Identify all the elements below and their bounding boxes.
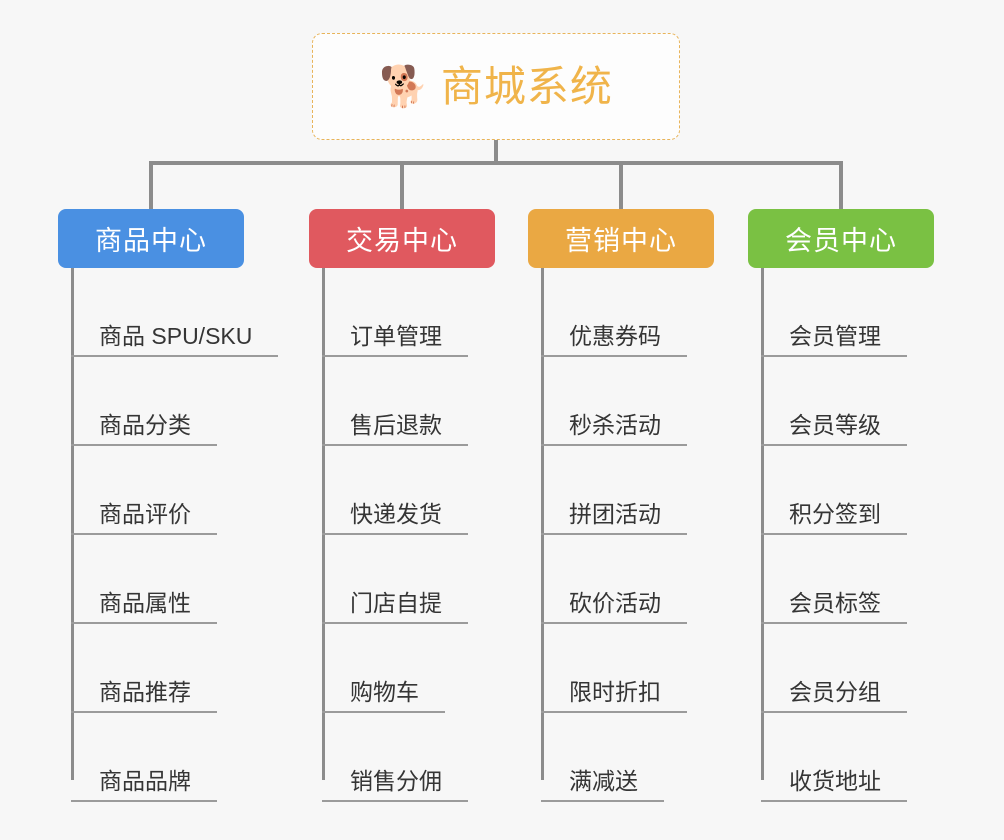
leaf-item[interactable]: 积分签到 xyxy=(761,446,1004,535)
leaf-label: 商品评价 xyxy=(71,501,217,535)
leaf-label: 商品 SPU/SKU xyxy=(71,323,279,357)
column-spine xyxy=(761,268,764,780)
connector-drop-trade-center xyxy=(400,161,404,209)
leaf-label: 门店自提 xyxy=(322,590,468,624)
leaf-item[interactable]: 限时折扣 xyxy=(541,624,841,713)
leaf-item[interactable]: 门店自提 xyxy=(322,535,622,624)
leaf-label: 优惠券码 xyxy=(541,323,687,357)
leaf-list-member-center: 会员管理 会员等级 积分签到 会员标签 会员分组 收货地址 xyxy=(761,268,1004,802)
leaf-item[interactable]: 会员管理 xyxy=(761,268,1004,357)
leaf-item[interactable]: 商品分类 xyxy=(71,357,371,446)
category-node-marketing-center[interactable]: 营销中心 xyxy=(528,209,714,268)
leaf-item[interactable]: 砍价活动 xyxy=(541,535,841,624)
leaf-label: 会员等级 xyxy=(761,412,907,446)
column-spine xyxy=(541,268,544,780)
leaf-list-marketing-center: 优惠券码 秒杀活动 拼团活动 砍价活动 限时折扣 满减送 xyxy=(541,268,841,802)
leaf-label: 快递发货 xyxy=(322,501,468,535)
leaf-item[interactable]: 快递发货 xyxy=(322,446,622,535)
leaf-item[interactable]: 会员分组 xyxy=(761,624,1004,713)
root-title: 商城系统 xyxy=(440,62,613,110)
leaf-item[interactable]: 商品 SPU/SKU xyxy=(71,268,371,357)
leaf-label: 拼团活动 xyxy=(541,501,687,535)
leaf-label: 销售分佣 xyxy=(322,768,468,802)
dog-face-icon: 🐕 xyxy=(379,64,429,109)
connector-drop-member-center xyxy=(839,161,843,209)
leaf-item[interactable]: 优惠券码 xyxy=(541,268,841,357)
leaf-label: 秒杀活动 xyxy=(541,412,687,446)
leaf-label: 积分签到 xyxy=(761,501,907,535)
leaf-label: 收货地址 xyxy=(761,768,907,802)
leaf-item[interactable]: 销售分佣 xyxy=(322,713,622,802)
leaf-list-trade-center: 订单管理 售后退款 快递发货 门店自提 购物车 销售分佣 xyxy=(322,268,622,802)
column-spine xyxy=(322,268,325,780)
leaf-item[interactable]: 拼团活动 xyxy=(541,446,841,535)
connector-root-stem xyxy=(494,140,498,165)
leaf-item[interactable]: 商品属性 xyxy=(71,535,371,624)
leaf-list-product-center: 商品 SPU/SKU 商品分类 商品评价 商品属性 商品推荐 商品品牌 xyxy=(71,268,371,802)
leaf-label: 商品属性 xyxy=(71,590,217,624)
connector-horizontal-bus xyxy=(149,161,843,165)
leaf-item[interactable]: 会员标签 xyxy=(761,535,1004,624)
category-label: 商品中心 xyxy=(95,226,207,256)
leaf-label: 购物车 xyxy=(322,679,445,713)
leaf-label: 售后退款 xyxy=(322,412,468,446)
leaf-item[interactable]: 订单管理 xyxy=(322,268,622,357)
leaf-label: 订单管理 xyxy=(322,323,468,357)
leaf-item[interactable]: 售后退款 xyxy=(322,357,622,446)
category-node-product-center[interactable]: 商品中心 xyxy=(58,209,244,268)
leaf-label: 限时折扣 xyxy=(541,679,687,713)
leaf-label: 会员分组 xyxy=(761,679,907,713)
column-spine xyxy=(71,268,74,780)
category-node-member-center[interactable]: 会员中心 xyxy=(748,209,934,268)
category-label: 营销中心 xyxy=(565,226,677,256)
leaf-label: 商品品牌 xyxy=(71,768,217,802)
connector-drop-product-center xyxy=(149,161,153,209)
leaf-item[interactable]: 商品推荐 xyxy=(71,624,371,713)
leaf-item[interactable]: 满减送 xyxy=(541,713,841,802)
leaf-item[interactable]: 购物车 xyxy=(322,624,622,713)
leaf-item[interactable]: 商品评价 xyxy=(71,446,371,535)
connector-drop-marketing-center xyxy=(619,161,623,209)
leaf-label: 会员标签 xyxy=(761,590,907,624)
leaf-label: 砍价活动 xyxy=(541,590,687,624)
leaf-label: 会员管理 xyxy=(761,323,907,357)
leaf-item[interactable]: 商品品牌 xyxy=(71,713,371,802)
leaf-label: 商品分类 xyxy=(71,412,217,446)
leaf-item[interactable]: 秒杀活动 xyxy=(541,357,841,446)
leaf-label: 满减送 xyxy=(541,768,664,802)
category-node-trade-center[interactable]: 交易中心 xyxy=(309,209,495,268)
leaf-label: 商品推荐 xyxy=(71,679,217,713)
root-node[interactable]: 🐕 商城系统 xyxy=(312,33,680,140)
leaf-item[interactable]: 收货地址 xyxy=(761,713,1004,802)
category-label: 会员中心 xyxy=(785,226,897,256)
category-label: 交易中心 xyxy=(346,226,458,256)
leaf-item[interactable]: 会员等级 xyxy=(761,357,1004,446)
